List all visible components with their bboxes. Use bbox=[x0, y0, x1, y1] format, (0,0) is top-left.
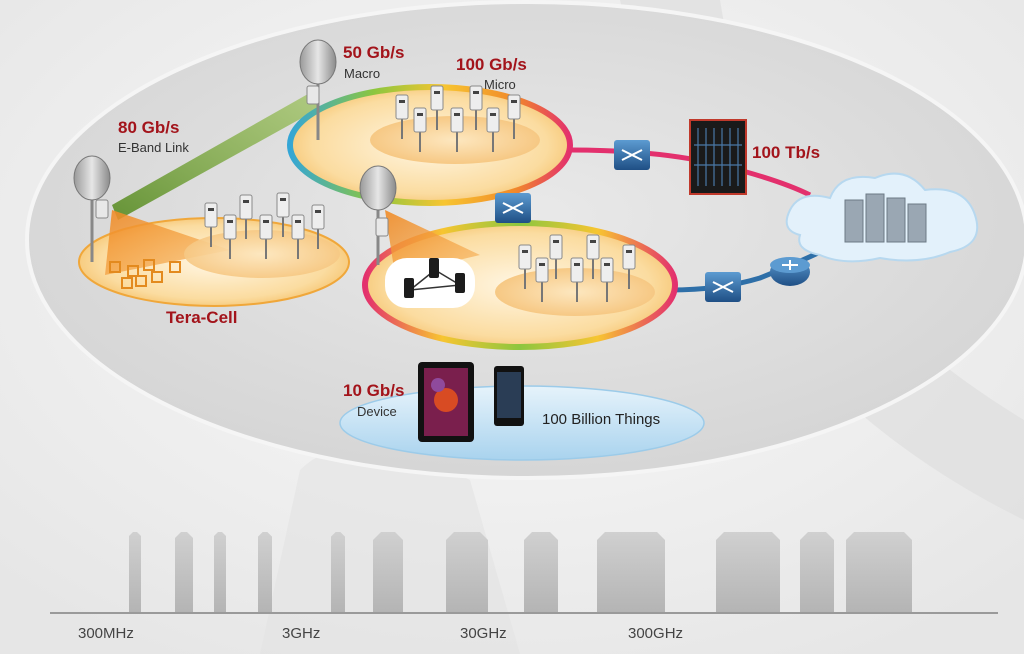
small-cell-radio bbox=[450, 107, 464, 152]
small-cell-radio bbox=[204, 202, 218, 247]
small-cell-radios bbox=[204, 85, 636, 302]
small-cell-radio bbox=[223, 214, 237, 259]
small-cell-radio bbox=[486, 107, 500, 152]
spectrum-band bbox=[258, 532, 272, 613]
macro-label: Macro bbox=[344, 66, 381, 81]
cloud-datacenter-icon bbox=[785, 172, 979, 263]
spectrum-band bbox=[129, 532, 141, 613]
tick-label-30ghz: 30GHz bbox=[460, 625, 507, 642]
small-cell-radio bbox=[395, 94, 409, 139]
tick-label-3ghz: 3GHz bbox=[282, 625, 321, 642]
small-cell-radio bbox=[276, 192, 290, 237]
mesh-phones bbox=[404, 258, 465, 298]
spectrum-bars bbox=[129, 532, 912, 613]
small-cell-radio bbox=[535, 257, 549, 302]
spectrum-band bbox=[373, 532, 403, 613]
device-label: Device bbox=[357, 404, 397, 419]
small-cell-radio bbox=[430, 85, 444, 130]
tera-antenna-tower bbox=[73, 155, 111, 262]
small-cell-radio bbox=[518, 244, 532, 289]
spectrum-band bbox=[214, 532, 226, 613]
small-cell-radio bbox=[291, 214, 305, 259]
eband-label: E-Band Link bbox=[118, 140, 189, 155]
small-cell-radio bbox=[239, 194, 253, 239]
tera-cell bbox=[78, 210, 350, 307]
backbone-link-lower bbox=[669, 242, 837, 293]
backbone-rate: 100 Tb/s bbox=[752, 143, 821, 162]
spectrum-band bbox=[446, 532, 488, 613]
macro-rate: 50 Gb/s bbox=[343, 43, 405, 62]
small-cell-radio bbox=[600, 257, 614, 302]
optical-switch-icon bbox=[614, 140, 650, 170]
tick-label-300ghz: 300GHz bbox=[628, 625, 684, 642]
backbone-switch-icon bbox=[705, 272, 741, 302]
spectrum-band bbox=[524, 532, 558, 613]
tick-label-300mhz: 300MHz bbox=[78, 625, 134, 642]
small-cell-radio bbox=[586, 234, 600, 279]
ring-switch-icon bbox=[495, 193, 531, 223]
device-rate: 10 Gb/s bbox=[343, 381, 405, 400]
small-cell-radio bbox=[570, 257, 584, 302]
small-cell-radio bbox=[507, 94, 521, 139]
small-cell-radio bbox=[622, 244, 636, 289]
small-cell-radio bbox=[259, 214, 273, 259]
small-cell-radio bbox=[413, 107, 427, 152]
micro-ring bbox=[287, 84, 573, 206]
small-cell-radio bbox=[549, 234, 563, 279]
spectrum-band bbox=[175, 532, 193, 613]
micro-label: Micro bbox=[484, 77, 516, 92]
chip-icon bbox=[689, 119, 747, 195]
eband-rate: 80 Gb/s bbox=[118, 118, 180, 137]
spectrum-band bbox=[716, 532, 780, 613]
small-cell-radio bbox=[311, 204, 325, 249]
chip-cluster bbox=[109, 259, 181, 289]
small-cell-radio bbox=[469, 85, 483, 130]
spectrum-band bbox=[597, 532, 665, 613]
spectrum-band bbox=[846, 532, 912, 613]
spectrum-band bbox=[331, 532, 345, 613]
micro-rate: 100 Gb/s bbox=[456, 55, 527, 74]
eband-beam bbox=[112, 90, 320, 220]
lower-antenna-tower bbox=[359, 165, 397, 265]
router-icon bbox=[770, 257, 810, 286]
spectrum-band bbox=[800, 532, 834, 613]
device-zone bbox=[339, 362, 705, 461]
things-label: 100 Billion Things bbox=[542, 411, 661, 428]
macro-antenna-tower bbox=[299, 39, 337, 140]
tera-cell-label: Tera-Cell bbox=[166, 308, 238, 327]
